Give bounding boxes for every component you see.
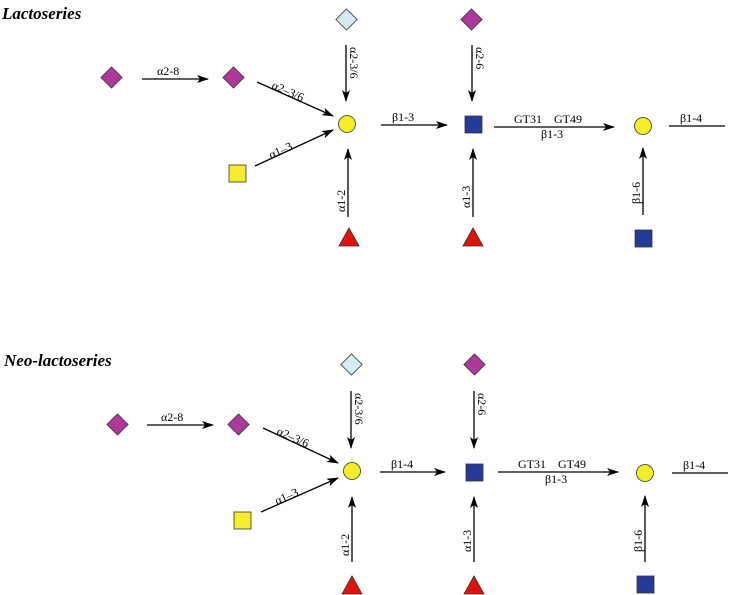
linkage-label: β1-3 bbox=[392, 110, 414, 124]
linkage-label: α2–3/6 bbox=[270, 78, 306, 104]
linkage-label: α2-6 bbox=[475, 393, 489, 415]
linkage-label: α1-3 bbox=[460, 530, 474, 552]
linkage-arrow bbox=[260, 477, 339, 513]
linkage-label: α2-6 bbox=[473, 47, 487, 69]
linkage-label: α1-3 bbox=[459, 186, 473, 208]
linkage-arrow bbox=[254, 129, 334, 167]
gal-circle-icon bbox=[634, 117, 652, 135]
linkage-label: β1-3 bbox=[541, 127, 563, 141]
panel-title: Lactoseries bbox=[1, 4, 82, 23]
neu5ac-diamond-icon bbox=[460, 8, 483, 31]
linkage-label: α1–3 bbox=[267, 139, 295, 162]
linkage-label: α2-8 bbox=[161, 410, 183, 424]
linkage-label: α1-2 bbox=[334, 190, 348, 212]
glcnac-square-icon bbox=[464, 115, 483, 134]
linkage-arrow bbox=[256, 81, 334, 117]
gal-circle-icon bbox=[338, 115, 356, 133]
fuc-triangle-icon bbox=[338, 227, 360, 247]
linkage-label: β1-4 bbox=[680, 111, 702, 125]
neu5ac-diamond-icon bbox=[227, 413, 250, 436]
neu5gc-diamond-icon bbox=[335, 8, 358, 31]
glcnac-square-icon bbox=[636, 575, 655, 594]
fuc-triangle-icon bbox=[341, 575, 363, 595]
panel-lactoseries: Lactoseries α2-8 α2–3/6 α1–3 α2-3/6 α1-2… bbox=[1, 4, 725, 248]
neu5ac-diamond-icon bbox=[100, 66, 123, 89]
linkage-label: α2-8 bbox=[157, 64, 179, 78]
gal-circle-icon bbox=[343, 462, 361, 480]
fuc-triangle-icon bbox=[462, 227, 484, 247]
glcnac-square-icon bbox=[465, 463, 484, 482]
linkage-label: β1-6 bbox=[631, 530, 645, 552]
gal-circle-icon bbox=[636, 464, 654, 482]
linkage-label: β1-4 bbox=[683, 458, 705, 472]
linkage-label: β1-6 bbox=[629, 182, 643, 204]
linkage-label: α1-2 bbox=[338, 534, 352, 556]
linkage-label: α1–3 bbox=[273, 485, 301, 508]
glcnac-square-icon bbox=[634, 229, 653, 248]
galnac-square-icon bbox=[233, 511, 252, 530]
fuc-triangle-icon bbox=[463, 575, 485, 595]
neu5ac-diamond-icon bbox=[106, 413, 129, 436]
linkage-label: α2-3/6 bbox=[352, 393, 366, 425]
panel-neo-lactoseries: Neo-lactoseries α2-8 α2–3/6 α1–3 α2-3/6 … bbox=[3, 351, 728, 595]
neu5gc-diamond-icon bbox=[340, 353, 363, 376]
linkage-label: α2-3/6 bbox=[347, 47, 361, 79]
linkage-arrow bbox=[262, 427, 339, 464]
linkage-label: β1-4 bbox=[391, 457, 413, 471]
linkage-label: β1-3 bbox=[545, 472, 567, 486]
panel-title: Neo-lactoseries bbox=[3, 351, 112, 370]
neu5ac-diamond-icon bbox=[222, 66, 245, 89]
enzyme-label: GT31 GT49 bbox=[514, 112, 582, 126]
linkage-label: α2–3/6 bbox=[275, 424, 311, 450]
galnac-square-icon bbox=[228, 164, 247, 183]
enzyme-label: GT31 GT49 bbox=[518, 457, 586, 471]
neu5ac-diamond-icon bbox=[463, 353, 486, 376]
